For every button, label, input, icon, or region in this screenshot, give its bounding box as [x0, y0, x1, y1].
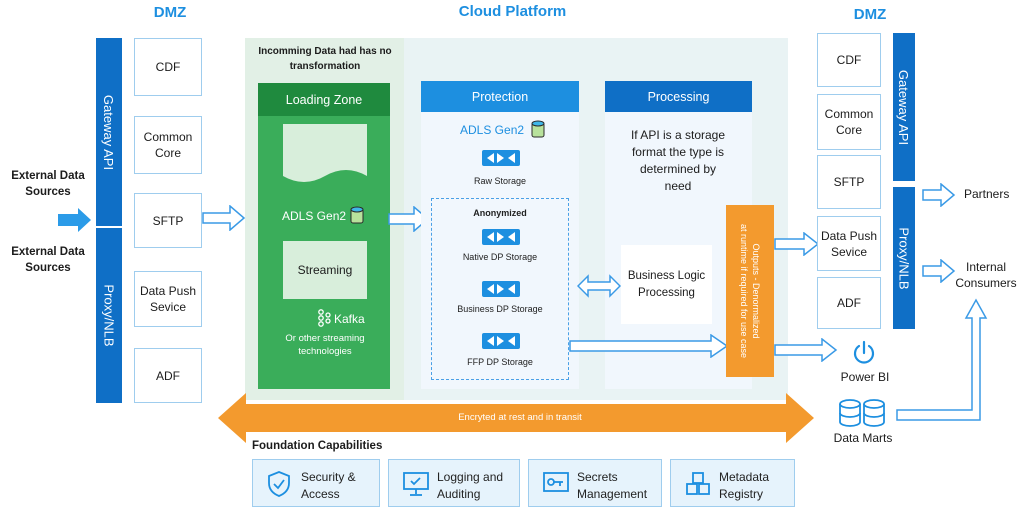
loading-storage-icon [350, 206, 364, 224]
external-data-sources-2: External Data Sources [11, 246, 85, 274]
datamarts-to-internal-arrow-icon [896, 298, 988, 421]
ffp-dp-storage-label: FFP DP Storage [467, 357, 533, 367]
power-bi-label: Power BI [840, 370, 890, 384]
kafka-label: Kafka [334, 312, 365, 326]
processing-header: Processing [605, 81, 752, 112]
secrets-management-label: Secrets Management [577, 470, 648, 501]
foundation-title: Foundation Capabilities [252, 440, 383, 452]
business-logic-label: Business Logic Processing [627, 269, 706, 299]
internal-consumers-label: Internal Consumers [955, 260, 1017, 290]
streaming-label: Streaming [297, 263, 353, 277]
encryption-label: Encryted at rest and in transit [458, 412, 582, 423]
ffp-to-outputs-arrow-icon [569, 334, 729, 358]
raw-storage-label: Raw Storage [473, 176, 527, 186]
logging-auditing-label: Logging and Auditing [437, 470, 504, 501]
other-streaming-label: Or other streaming technologies [285, 333, 365, 357]
sftp-to-loading-arrow-icon [202, 205, 246, 231]
metadata-registry-card: Metadata Registry [670, 459, 795, 507]
right-cdf-box: CDF [817, 33, 881, 87]
ffp-dp-storage-icon [482, 333, 520, 349]
monitor-check-icon [403, 472, 429, 496]
power-icon [853, 340, 875, 364]
secrets-management-card: Secrets Management [528, 459, 662, 507]
outputs-bar: Outputs - Denormalized at runtime if req… [726, 205, 774, 377]
loading-zone-header: Loading Zone [258, 83, 390, 116]
cloud-platform-heading: Cloud Platform [458, 3, 567, 20]
incoming-data-note: Incomming Data had has no transformation [258, 46, 392, 72]
dmz-right-heading: DMZ [853, 6, 887, 23]
to-internal-arrow-icon [922, 259, 956, 283]
key-screen-icon [543, 472, 569, 492]
streaming-box: Streaming [283, 241, 367, 299]
outputs-label: Outputs - Denormalized at runtime if req… [739, 223, 762, 359]
kafka-icon [318, 309, 331, 327]
loading-adls-label: ADLS Gen2 [282, 209, 347, 223]
proxy-nlb-left: Proxy/NLB [96, 228, 122, 403]
left-adf-box: ADF [134, 348, 202, 403]
security-access-card: Security & Access [252, 459, 380, 507]
logging-auditing-card: Logging and Auditing [388, 459, 520, 507]
right-common-core-box: Common Core [817, 94, 881, 150]
partners-label: Partners [964, 187, 1010, 201]
to-partners-arrow-icon [922, 183, 956, 207]
gateway-api-right: Gateway API [893, 33, 915, 181]
outputs-to-datapush-arrow-icon [774, 232, 820, 256]
anonymized-region [431, 198, 569, 380]
native-dp-storage-icon [482, 229, 520, 245]
processing-note: If API is a storage format the type is d… [630, 128, 726, 193]
right-data-push-box: Data Push Sevice [817, 216, 881, 271]
right-adf-box: ADF [817, 277, 881, 329]
raw-storage-icon [482, 150, 520, 166]
metadata-registry-label: Metadata Registry [719, 470, 770, 501]
gateway-api-left: Gateway API [96, 38, 122, 226]
data-marts-label: Data Marts [833, 431, 893, 445]
blocks-icon [686, 472, 710, 495]
business-logic-box: Business Logic Processing [621, 245, 712, 324]
native-dp-storage-label: Native DP Storage [462, 252, 538, 262]
protection-adls-label: ADLS Gen2 [460, 123, 525, 137]
document-wave-icon [283, 124, 367, 182]
anonymized-label: Anonymized [473, 208, 527, 218]
dmz-left-heading: DMZ [153, 4, 187, 21]
shield-icon [268, 471, 290, 497]
security-access-label: Security & Access [301, 470, 356, 501]
bidirectional-arrow-icon [577, 274, 621, 298]
proxy-nlb-right: Proxy/NLB [893, 187, 915, 329]
outputs-to-powerbi-arrow-icon [774, 338, 838, 362]
right-sftp-box: SFTP [817, 155, 881, 209]
protection-header: Protection [421, 81, 579, 112]
left-sftp-box: SFTP [134, 193, 202, 248]
business-dp-storage-label: Business DP Storage [457, 304, 543, 314]
left-cdf-box: CDF [134, 38, 202, 96]
business-dp-storage-icon [482, 281, 520, 297]
inbound-arrow-icon [58, 208, 91, 232]
left-data-push-box: Data Push Sevice [134, 271, 202, 327]
encryption-arrow-icon [218, 393, 814, 443]
left-common-core-box: Common Core [134, 116, 202, 174]
protection-storage-icon [531, 120, 545, 138]
database-icon [839, 399, 885, 427]
external-data-sources-1: External Data Sources [11, 170, 85, 198]
